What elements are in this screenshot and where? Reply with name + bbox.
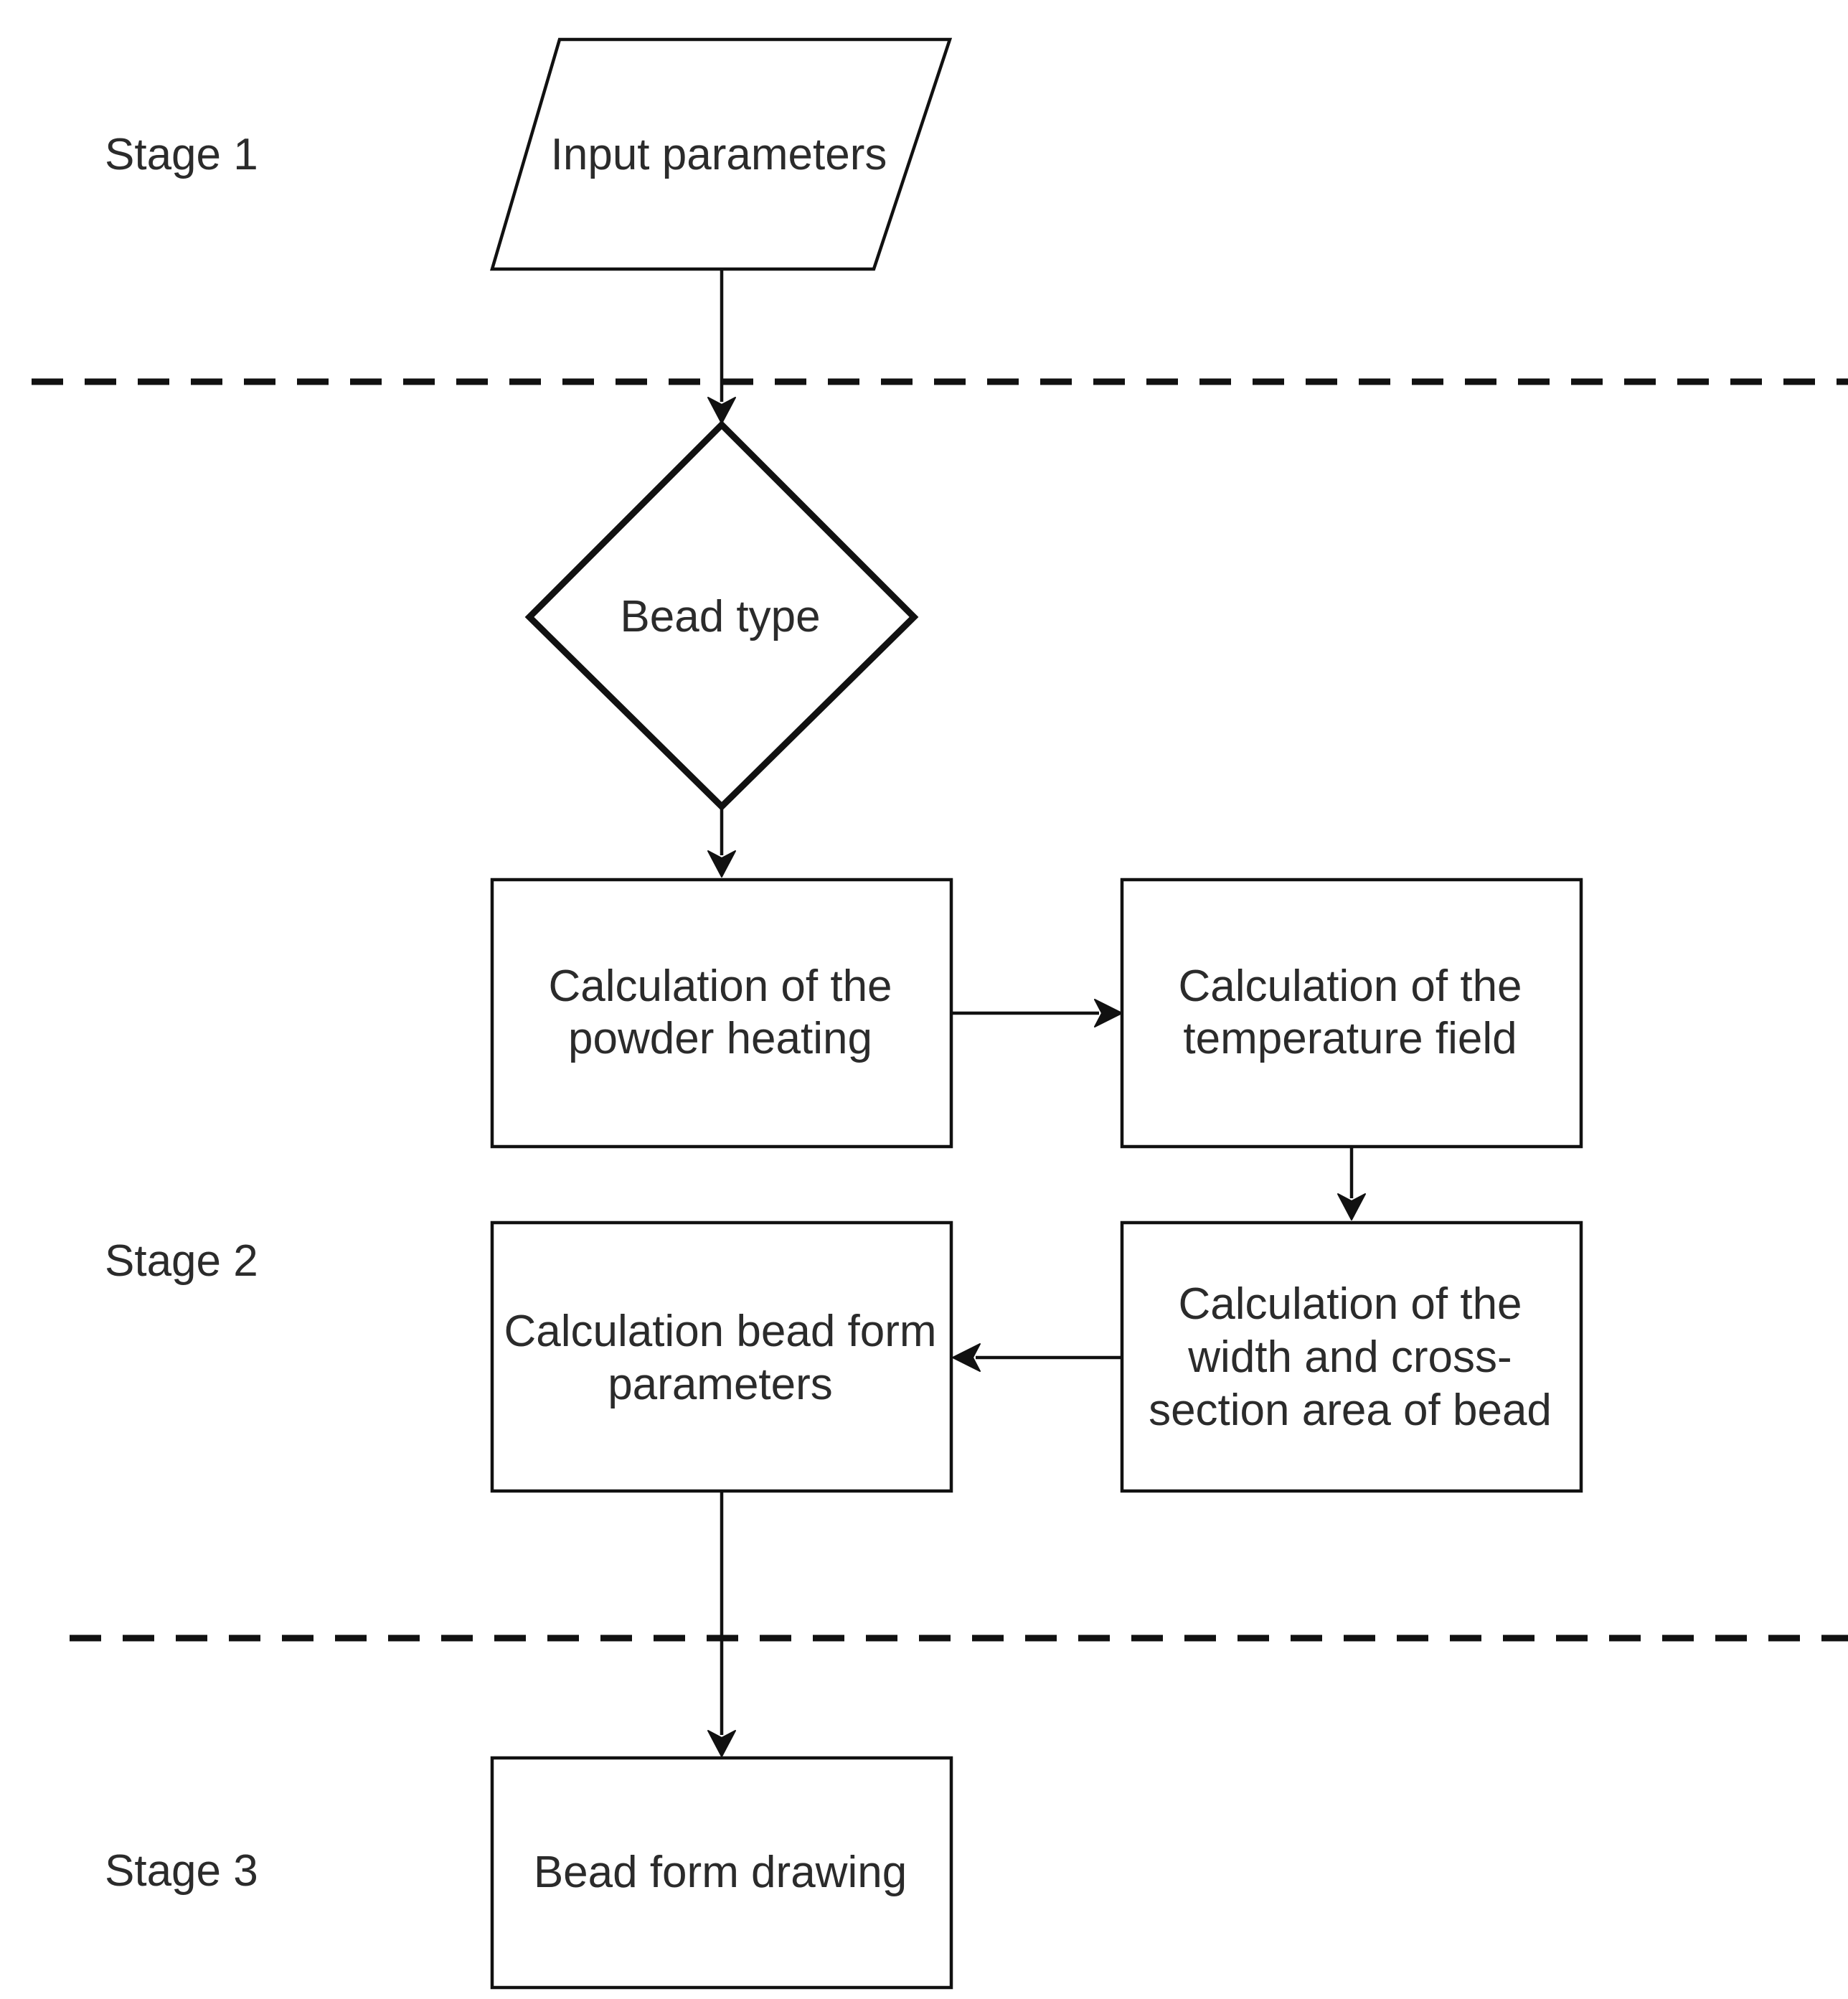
width-area-label-line1: Calculation of the [1178, 1279, 1522, 1329]
width-area-label-line2: width and cross- [1187, 1332, 1512, 1382]
edge-powder-heating-to-temperature-field [951, 999, 1123, 1027]
temperature-field-node: Calculation of the temperature field [1120, 878, 1583, 1149]
edge-width-area-to-bead-form-parameters [952, 1343, 1122, 1372]
bead-form-drawing-node: Bead form drawing [490, 1756, 953, 1990]
width-area-label-line3: section area of bead [1149, 1386, 1552, 1435]
powder-heating-node: Calculation of the powder heating [490, 878, 953, 1149]
bead-form-parameters-label-line1: Calculation bead form [504, 1307, 936, 1356]
stage-3-label: Stage 3 [105, 1846, 258, 1896]
input-parameters-label: Input parameters [551, 130, 887, 179]
input-parameters-node: Input parameters [489, 37, 953, 271]
powder-heating-label-line2: powder heating [568, 1014, 872, 1063]
bead-form-parameters-label-line2: parameters [608, 1360, 833, 1409]
bead-form-drawing-label: Bead form drawing [534, 1848, 907, 1897]
edge-temperature-field-to-width-area [1337, 1147, 1366, 1220]
bead-form-parameters-node: Calculation bead form parameters [490, 1220, 953, 1493]
edge-input-to-bead-type [707, 269, 736, 424]
bead-type-label: Bead type [620, 592, 820, 641]
edge-bead-type-to-powder-heating [707, 806, 736, 878]
edge-bead-form-parameters-to-drawing [707, 1491, 736, 1757]
temperature-field-label-line1: Calculation of the [1178, 961, 1522, 1011]
bead-type-decision: Bead type [524, 420, 919, 812]
width-area-node: Calculation of the width and cross- sect… [1120, 1220, 1583, 1493]
stage-1-label: Stage 1 [105, 130, 258, 179]
temperature-field-label-line2: temperature field [1183, 1014, 1517, 1063]
powder-heating-label-line1: Calculation of the [548, 961, 892, 1011]
stage-2-label: Stage 2 [105, 1236, 258, 1286]
